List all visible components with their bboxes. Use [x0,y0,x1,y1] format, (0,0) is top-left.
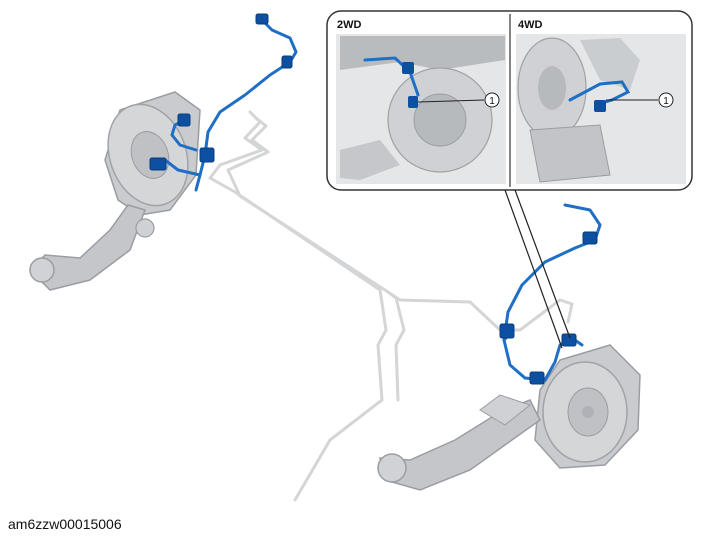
detail-inset: 2WD 1 4WD 1 [326,10,693,191]
figure-caption: am6zzw00015006 [8,516,122,532]
right-harness-connectors [499,231,598,385]
inset-leader-lines [504,189,571,349]
inset-4wd-view [516,34,686,184]
left-harness-connectors [149,13,293,171]
inset-2wd-label: 2WD [337,19,362,31]
inset-2wd-view [336,34,506,184]
callout-number-2wd: 1 [489,96,495,107]
left-rear-knuckle [28,91,201,291]
right-rear-knuckle [377,344,641,491]
inset-4wd-label: 4WD [518,19,543,31]
callout-circle-2wd [484,92,500,108]
callout-circle-4wd [658,92,674,108]
callout-number-4wd: 1 [663,96,669,107]
